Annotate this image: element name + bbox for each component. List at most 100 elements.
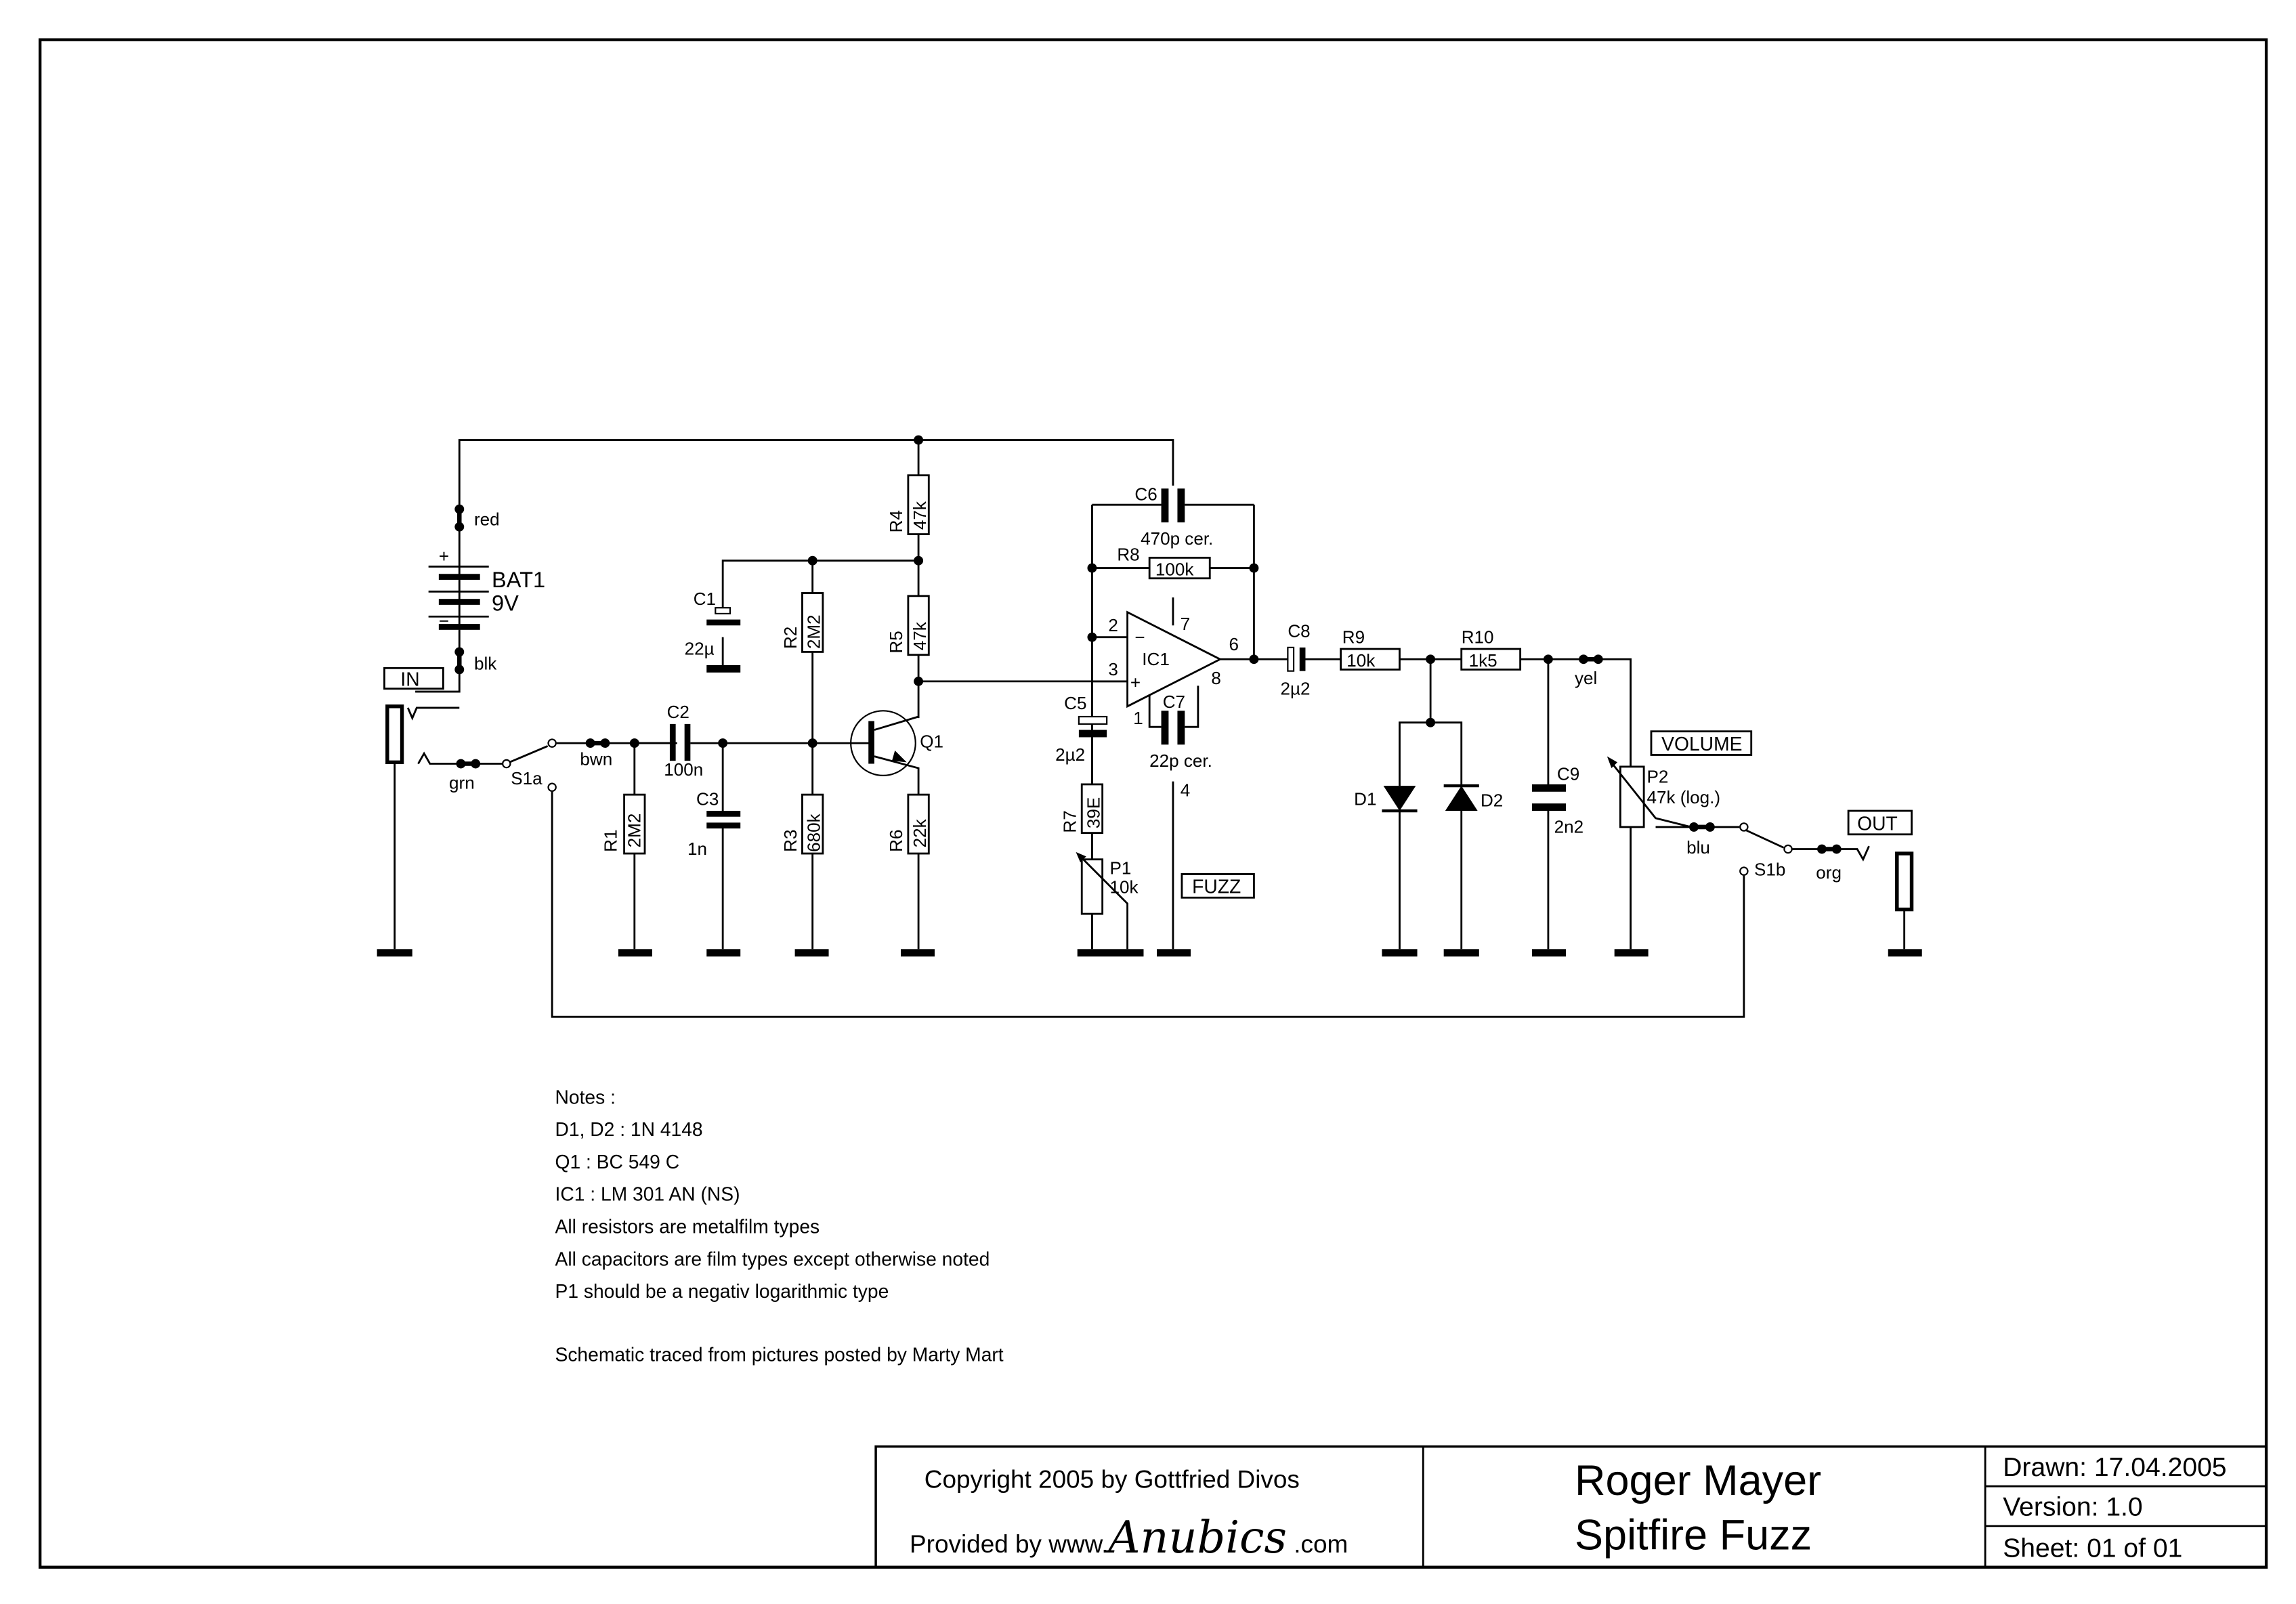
r10-ref: R10 — [1462, 627, 1494, 647]
resistor-r7: 39E R7 — [1060, 783, 1103, 860]
r5-value: 47k — [910, 621, 930, 650]
provided-by-text: Provided by www.Anubics .com — [910, 1513, 1348, 1563]
battery-plus-label: + — [439, 546, 449, 566]
c1-ref: C1 — [694, 589, 716, 609]
capacitor-c9: C9 2n2 — [1532, 659, 1583, 957]
q1-ref: Q1 — [920, 732, 943, 752]
r6-value: 22k — [910, 818, 930, 847]
volume-label: VOLUME — [1661, 733, 1742, 755]
copyright-text: Copyright 2005 by Gottfried Divos — [924, 1465, 1300, 1493]
sheet-border — [38, 38, 2268, 1569]
r8-ref: R8 — [1117, 545, 1139, 565]
ic1-pin1: 1 — [1133, 708, 1143, 728]
capacitor-c8: C8 2µ2 — [1254, 621, 1341, 698]
wire-label-bwn: bwn — [580, 749, 612, 769]
resistor-r10: 1k5 R10 yel — [1460, 627, 1632, 767]
diode-d2: D2 — [1443, 784, 1503, 957]
resistor-r2: 2M2 R2 — [780, 555, 824, 744]
r7-ref: R7 — [1060, 810, 1080, 832]
provided-suffix: .com — [1287, 1530, 1348, 1558]
r3-ref: R3 — [780, 830, 801, 852]
transistor-q1: Q1 — [817, 710, 943, 950]
ic1-pin7: 7 — [1181, 614, 1191, 634]
p1-value: 10k — [1110, 877, 1139, 898]
opamp-ic1: − + IC1 2 3 7 6 8 1 4 — [1087, 505, 1259, 957]
diode-d1: D1 — [1354, 721, 1463, 957]
r3-value: 680k — [804, 813, 824, 851]
potentiometer-p2-volume[interactable]: P2 47k (log.) VOLUME — [1607, 730, 1753, 957]
r9-ref: R9 — [1342, 627, 1365, 647]
wire-label-org: org — [1816, 862, 1842, 883]
wire-label-grn: grn — [449, 772, 475, 793]
note-line: D1, D2 : 1N 4148 — [555, 1118, 702, 1140]
r2-ref: R2 — [780, 627, 801, 649]
ic1-pin8: 8 — [1211, 668, 1221, 688]
r10-value: 1k5 — [1469, 650, 1497, 671]
title-line-1: Roger Mayer — [1575, 1457, 1821, 1504]
resistor-r9: 10k R9 — [1340, 627, 1462, 727]
p1-ref: P1 — [1110, 858, 1132, 878]
d2-ref: D2 — [1481, 790, 1503, 811]
ic1-pin4: 4 — [1181, 780, 1191, 800]
s1a-ref: S1a — [511, 768, 543, 788]
resistor-r3: 680k R3 — [780, 738, 829, 957]
anubics-brand: Anubics — [1105, 1513, 1287, 1563]
output-jack: OUT — [1847, 809, 1922, 957]
c2-ref: C2 — [667, 702, 689, 722]
ic1-pin6: 6 — [1229, 634, 1239, 654]
in-label: IN — [400, 668, 419, 690]
c9-ref: C9 — [1557, 763, 1579, 784]
resistor-r6: 22k R6 — [886, 793, 935, 957]
p2-value: 47k (log.) — [1646, 787, 1720, 807]
drawn-date: Drawn: 17.04.2005 — [2003, 1453, 2226, 1482]
r4-value: 47k — [910, 501, 930, 530]
c6-value: 470p cer. — [1141, 528, 1213, 549]
c2-value: 100n — [664, 759, 703, 780]
capacitor-c7: C7 22p cer. — [1148, 685, 1212, 771]
fuzz-label: FUZZ — [1192, 876, 1241, 898]
c7-value: 22p cer. — [1149, 751, 1212, 771]
c5-value: 2µ2 — [1055, 744, 1085, 765]
notes-credit: Schematic traced from pictures posted by… — [555, 1344, 1003, 1366]
c9-value: 2n2 — [1554, 817, 1583, 837]
title-block: Copyright 2005 by Gottfried Divos Provid… — [874, 1445, 2267, 1567]
bat1-ref: BAT1 — [492, 568, 545, 592]
note-line: P1 should be a negativ logarithmic type — [555, 1280, 889, 1302]
note-line: All resistors are metalfilm types — [555, 1216, 820, 1238]
r4-ref: R4 — [886, 510, 906, 532]
switch-s1b[interactable]: blu S1b org — [1655, 822, 1870, 883]
wire-label-blu: blu — [1686, 837, 1710, 858]
d1-ref: D1 — [1354, 788, 1376, 809]
r8-value: 100k — [1155, 559, 1194, 579]
sheet-number: Sheet: 01 of 01 — [2003, 1534, 2182, 1563]
c8-value: 2µ2 — [1281, 678, 1311, 698]
wire-label-red: red — [474, 509, 500, 530]
note-line: All capacitors are film types except oth… — [555, 1248, 990, 1269]
ic1-pin2: 2 — [1108, 615, 1118, 635]
ic1-ref: IC1 — [1142, 649, 1170, 669]
capacitor-c2: C2 100n — [634, 702, 817, 780]
p2-ref: P2 — [1646, 767, 1668, 787]
ic1-plus: + — [1130, 673, 1141, 693]
resistor-r1: 2M2 R1 — [601, 738, 652, 957]
note-line: IC1 : LM 301 AN (NS) — [555, 1183, 740, 1205]
input-jack: IN — [377, 667, 505, 957]
resistor-r4: 47k R4 — [886, 440, 930, 596]
c7-ref: C7 — [1163, 692, 1185, 712]
potentiometer-p1[interactable]: P1 10k FUZZ — [1076, 851, 1255, 957]
r7-value: 39E — [1083, 797, 1103, 828]
r6-ref: R6 — [886, 830, 906, 852]
r9-value: 10k — [1346, 650, 1376, 671]
battery-minus-label: − — [439, 610, 449, 631]
c3-ref: C3 — [696, 788, 719, 809]
wire-label-blk: blk — [474, 653, 497, 673]
ground-symbol — [377, 949, 412, 957]
r1-value: 2M2 — [624, 814, 644, 848]
capacitor-c3: C3 1n — [687, 738, 741, 957]
capacitor-c1: C1 22µ — [685, 560, 919, 673]
s1b-ref: S1b — [1754, 860, 1785, 880]
c1-value: 22µ — [685, 639, 715, 659]
r5-ref: R5 — [886, 631, 906, 653]
red-wire-connector — [454, 504, 465, 514]
